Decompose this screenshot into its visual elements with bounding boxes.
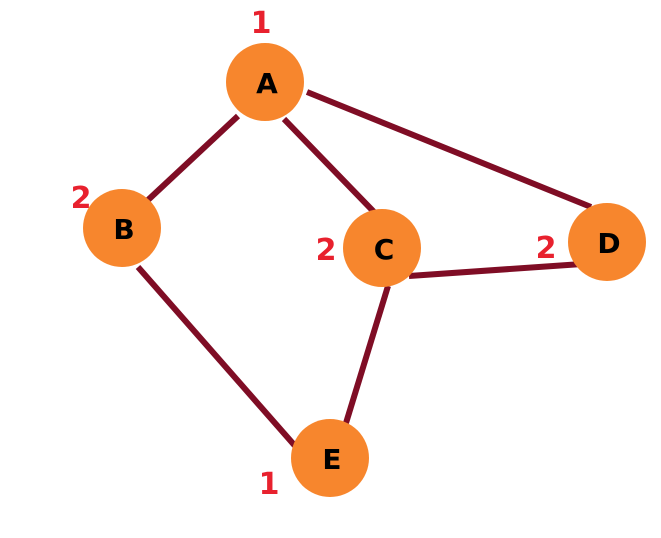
node-number-d: 2 <box>536 231 557 266</box>
node-circle-a <box>226 43 304 121</box>
node-label-b: B <box>113 213 134 246</box>
node-number-a: 1 <box>251 6 272 41</box>
node-a: A <box>226 43 304 121</box>
node-c: C <box>343 209 421 287</box>
edge-a-d <box>305 89 593 210</box>
node-label-e: E <box>322 443 341 476</box>
node-b: B <box>83 189 161 267</box>
node-label-a: A <box>256 67 278 100</box>
node-circle-c <box>343 209 421 287</box>
node-circle-b <box>83 189 161 267</box>
node-e: E <box>291 419 369 497</box>
edge-c-d <box>408 261 583 279</box>
node-number-e: 1 <box>259 467 280 502</box>
node-number-b: 2 <box>71 181 92 216</box>
node-label-c: C <box>374 233 395 266</box>
node-number-c: 2 <box>316 233 337 268</box>
nodes-layer: A B C D E <box>83 43 646 497</box>
numbers-layer: 1 2 2 2 1 <box>71 6 557 502</box>
node-d: D <box>568 203 646 281</box>
node-circle-e <box>291 419 369 497</box>
edge-a-b <box>145 113 241 203</box>
edge-a-c <box>281 116 378 216</box>
edges-layer <box>135 89 593 449</box>
node-circle-d <box>568 203 646 281</box>
node-label-d: D <box>597 227 620 260</box>
edge-c-e <box>343 285 391 424</box>
edge-b-e <box>135 265 299 449</box>
